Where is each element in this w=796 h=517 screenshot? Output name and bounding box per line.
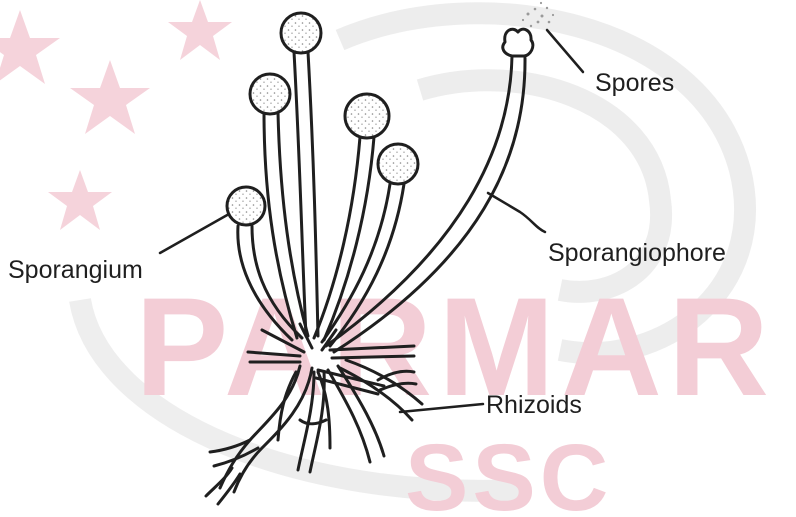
watermark-line2: SSC — [405, 425, 612, 517]
label-rhizoids: Rhizoids — [486, 391, 582, 420]
label-sporangiophore: Sporangiophore — [548, 239, 726, 268]
sporangiophore-leader — [488, 193, 545, 232]
sporangium-leader — [160, 214, 229, 253]
watermark-stars — [0, 0, 232, 230]
ruptured-sporangium — [503, 29, 533, 56]
sporangium-head-5 — [378, 144, 418, 184]
sporangium-head-1 — [227, 187, 265, 225]
sporangium-head-4 — [345, 94, 389, 138]
label-sporangium: Sporangium — [8, 256, 143, 285]
watermark-line1: PARMAR — [135, 268, 775, 425]
label-spores: Spores — [595, 69, 674, 98]
sporangium-head-3 — [281, 13, 321, 53]
sporangium-head-2 — [250, 74, 290, 114]
